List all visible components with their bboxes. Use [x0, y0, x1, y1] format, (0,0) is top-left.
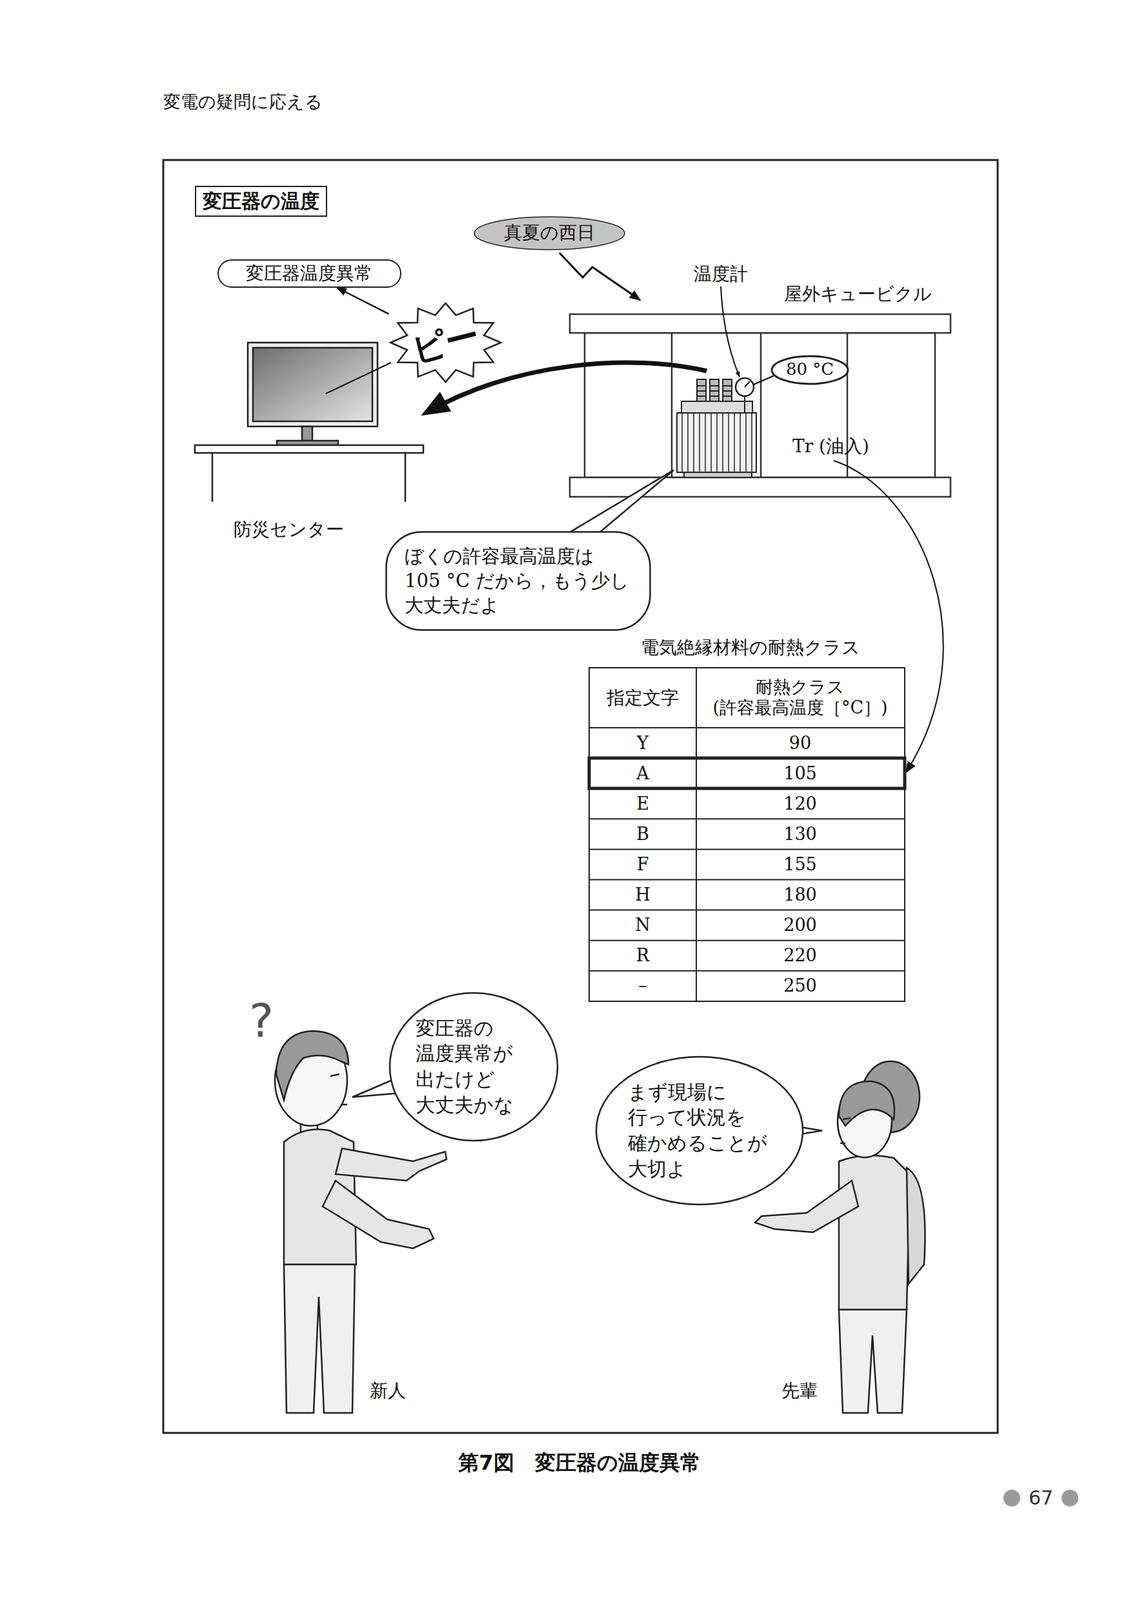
table-cell: Y: [636, 732, 649, 755]
node-outline: [388, 991, 559, 1143]
table-cell: –: [638, 975, 648, 998]
speech-bubble: 変圧器の 温度異常が 出たけど 大丈夫かな: [388, 991, 559, 1143]
part-label: 屋外キュービクル: [784, 282, 932, 306]
oil-transformer: [676, 378, 757, 478]
table-cell: N: [634, 914, 651, 937]
running-header: 変電の疑問に応える: [163, 90, 323, 113]
table-cell: H: [634, 884, 651, 907]
table-cell: E: [636, 793, 650, 816]
monitor-desk: [194, 342, 424, 503]
alarm-pill: 変圧器温度異常: [217, 259, 402, 288]
node-text-wrap: ぼくの許容最高温度は 105 °C だから，もう少し 大丈夫だよ: [404, 543, 632, 619]
table-header: 指定文字: [606, 686, 679, 710]
table-header: 耐熱クラス (許容最高温度［°C］): [699, 676, 901, 719]
question-mark: ?: [249, 991, 274, 1050]
leader-arrow: [833, 460, 944, 773]
node-text-wrap: ピー: [411, 322, 480, 363]
table-cell: 200: [783, 914, 817, 937]
table-cell: 90: [789, 732, 812, 755]
connector-arrow: [336, 287, 389, 315]
node-text: 変圧器温度異常: [245, 262, 373, 285]
heat-class-table: [589, 667, 905, 1002]
node-text-wrap: 変圧器温度異常: [245, 262, 373, 285]
figure-frame: [163, 160, 998, 1434]
node-text-wrap: 真夏の西日: [503, 221, 595, 244]
part-label: 温度計: [693, 262, 748, 286]
page-number: 67: [1028, 1486, 1054, 1511]
node-text: ピー: [407, 314, 484, 371]
node-text: 80 °C: [785, 359, 834, 380]
figure-caption: 第7図 変圧器の温度異常: [458, 1450, 701, 1476]
sun-ellipse: 真夏の西日: [473, 215, 626, 252]
outdoor-cubicle: [569, 314, 951, 497]
table-cell: A: [636, 762, 650, 785]
table-cell: 155: [783, 853, 817, 876]
table-cell: 250: [783, 975, 817, 998]
figure-title: 変圧器の温度: [194, 185, 328, 217]
speech-bubble: ぼくの許容最高温度は 105 °C だから，もう少し 大丈夫だよ: [385, 531, 652, 632]
part-label: Tr (油入): [792, 434, 870, 458]
table-cell: 180: [783, 884, 817, 907]
node-text: ぼくの許容最高温度は 105 °C だから，もう少し 大丈夫だよ: [404, 543, 632, 619]
node-text: 変圧器の 温度異常が 出たけど 大丈夫かな: [415, 1015, 532, 1118]
leader-line: [325, 362, 392, 394]
part-label: 防災センター: [233, 518, 344, 541]
figure-label: 先輩: [781, 1379, 818, 1403]
node-text-wrap: 80 °C: [785, 359, 834, 380]
node-text: 真夏の西日: [503, 221, 595, 244]
beep-starburst: ピー: [389, 302, 503, 384]
node-outline: [594, 1055, 805, 1207]
table-title: 電気絶縁材料の耐熱クラス: [640, 636, 861, 659]
table-cell: 130: [783, 823, 817, 846]
node-text: まず現場に 行って状況を 確かめることが 大切よ: [627, 1079, 772, 1182]
table-cell: 120: [783, 793, 817, 816]
sunlight-bolt: [559, 252, 641, 301]
node-text-wrap: 変圧器の 温度異常が 出たけど 大丈夫かな: [415, 1015, 532, 1118]
table-cell: R: [636, 944, 650, 967]
table-cell: F: [636, 853, 650, 876]
page-dot: [1061, 1490, 1079, 1507]
temperature-ellipse: 80 °C: [770, 354, 850, 386]
page-dot: [1003, 1490, 1021, 1507]
table-cell: 220: [783, 944, 817, 967]
table-cell: B: [636, 823, 650, 846]
table-cell: 105: [783, 762, 817, 785]
node-text-wrap: まず現場に 行って状況を 確かめることが 大切よ: [627, 1079, 772, 1182]
speech-bubble: まず現場に 行って状況を 確かめることが 大切よ: [594, 1055, 805, 1207]
figure-label: 新人: [369, 1379, 406, 1403]
leader-line: [720, 286, 740, 377]
leader-line: [753, 375, 775, 385]
